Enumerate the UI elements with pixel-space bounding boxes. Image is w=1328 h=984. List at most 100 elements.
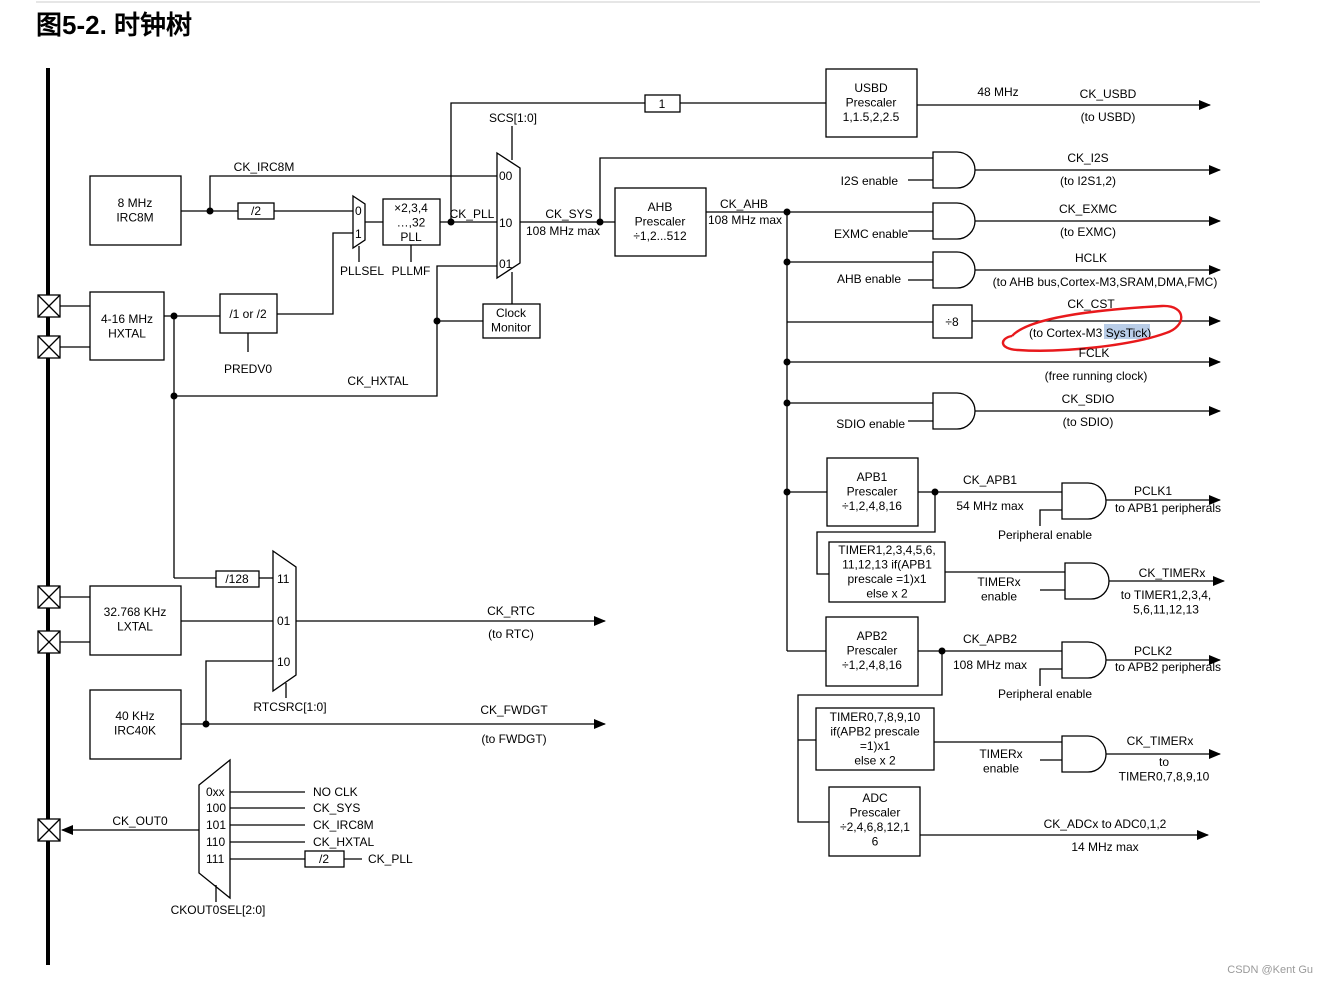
ckout-mux-input-101: 101	[206, 818, 226, 832]
ck-out0-label: CK_OUT0	[112, 814, 168, 828]
ck-cst-label: CK_CST	[1067, 297, 1115, 311]
hclk-label: HCLK	[1075, 251, 1107, 265]
clock-monitor-block	[482, 303, 541, 339]
to-sdio-label: (to SDIO)	[1063, 415, 1114, 429]
hclk-and-gate	[932, 251, 976, 289]
scs-label: SCS[1:0]	[489, 111, 537, 125]
pin-icon-lxtal-in	[37, 585, 61, 609]
pin-icon-hxtal-in	[37, 294, 61, 318]
ckout0-mux	[198, 758, 231, 900]
ck-usbd-label: CK_USBD	[1080, 87, 1137, 101]
pin-icon-ckout0	[37, 818, 61, 842]
ck-irc8m-label: CK_IRC8M	[234, 160, 295, 174]
predv0-label: PREDV0	[224, 362, 272, 376]
pclk1-label: PCLK1	[1134, 484, 1172, 498]
ahb-max-label: 108 MHz max	[708, 213, 782, 227]
ck-ahb-label: CK_AHB	[720, 197, 768, 211]
to-timer1-label: to TIMER1,2,3,4,5,6,11,12,13	[1121, 588, 1212, 617]
systick-highlight	[1104, 324, 1150, 339]
rtc-mux-input-11: 11	[277, 572, 290, 586]
ck-sdio-label: CK_SDIO	[1062, 392, 1115, 406]
rtcsrc-label: RTCSRC[1:0]	[253, 700, 326, 714]
ck-pll-label: CK_PLL	[450, 207, 495, 221]
sys-mux-input-00: 00	[499, 169, 513, 183]
ck-adcx-label: CK_ADCx to ADC0,1,2	[1044, 817, 1167, 831]
ck-fwdgt-label: CK_FWDGT	[480, 703, 548, 717]
ck-apb1-label: CK_APB1	[963, 473, 1017, 487]
ckout-mux-input-0xx: 0xx	[206, 785, 225, 799]
ck-hxtal-label: CK_HXTAL	[347, 374, 408, 388]
systick-div8-label: ÷8	[945, 315, 959, 329]
ckout-mux-input-100: 100	[206, 801, 226, 815]
rtc-div128-block	[215, 570, 260, 588]
ckout-mux-input-111: 111	[206, 852, 225, 866]
to-usbd-label: (to USBD)	[1081, 110, 1136, 124]
exmc-enable-label: EXMC enable	[834, 227, 908, 241]
ck-timerx2-label: CK_TIMERx	[1127, 734, 1194, 748]
to-i2s-label: (to I2S1,2)	[1060, 174, 1116, 188]
to-apb1-label: to APB1 peripherals	[1115, 501, 1221, 515]
csdn-watermark: CSDN @Kent Gu	[1227, 964, 1313, 976]
timer-apb1-multiplier	[828, 541, 946, 603]
to-fwdgt-label: (to FWDGT)	[481, 732, 546, 746]
lxtal-oscillator	[89, 585, 182, 656]
fclk-label: FCLK	[1079, 346, 1110, 360]
timerx1-and-gate	[1064, 562, 1110, 600]
periph-enable2-label: Peripheral enable	[998, 687, 1092, 701]
adc-prescaler	[828, 786, 921, 857]
pll-source-mux	[352, 194, 366, 250]
pll-block	[382, 198, 441, 246]
apb2-max-label: 108 MHz max	[953, 658, 1027, 672]
pll-mux-input-1: 1	[355, 227, 362, 241]
sys-max-label: 108 MHz max	[526, 224, 600, 238]
pclk1-and-gate	[1061, 482, 1107, 520]
rtc-mux-input-01: 01	[277, 614, 291, 628]
sys-mux-input-01: 01	[499, 257, 513, 271]
fclk-desc-label: (free running clock)	[1045, 369, 1148, 383]
ckout-src-ckhxtal: CK_HXTAL	[313, 835, 374, 849]
apb1-max-label: 54 MHz max	[956, 499, 1023, 513]
to-cst-label: (to Cortex-M3 SysTick)	[1029, 326, 1151, 340]
ahb-enable-label: AHB enable	[837, 272, 901, 286]
i2s-enable-label: I2S enable	[841, 174, 899, 188]
rtc-mux-input-10: 10	[277, 655, 291, 669]
pin-icon-hxtal-out	[37, 335, 61, 359]
ck-sys-label: CK_SYS	[545, 207, 592, 221]
ckout-src-noclk: NO CLK	[313, 785, 358, 799]
pclk2-and-gate	[1061, 641, 1107, 679]
predv0-divider-label: /1 or /2	[229, 307, 267, 321]
ckout-div2-label: /2	[319, 852, 329, 866]
ck-apb2-label: CK_APB2	[963, 632, 1017, 646]
sdio-and-gate	[932, 392, 976, 430]
timerx2-and-gate	[1061, 735, 1107, 773]
sys-mux-input-10: 10	[499, 216, 513, 230]
system-clock-mux	[496, 151, 521, 280]
ckout0sel-label: CKOUT0SEL[2:0]	[171, 903, 266, 917]
irc8m-div2-label: /2	[251, 204, 261, 218]
to-rtc-label: (to RTC)	[488, 627, 534, 641]
to-apb2-label: to APB2 peripherals	[1115, 660, 1221, 674]
red-annotation-ellipse	[1001, 304, 1183, 352]
timer-apb2-multiplier	[815, 707, 935, 771]
hxtal-oscillator	[89, 291, 165, 361]
usbd-div1-label: 1	[659, 97, 666, 111]
i2s-and-gate	[932, 151, 976, 189]
ckout-mux-input-110: 110	[206, 835, 225, 849]
pclk2-label: PCLK2	[1134, 644, 1172, 658]
ckout-src-ckpll: CK_PLL	[368, 852, 413, 866]
periph-enable1-label: Peripheral enable	[998, 528, 1092, 542]
